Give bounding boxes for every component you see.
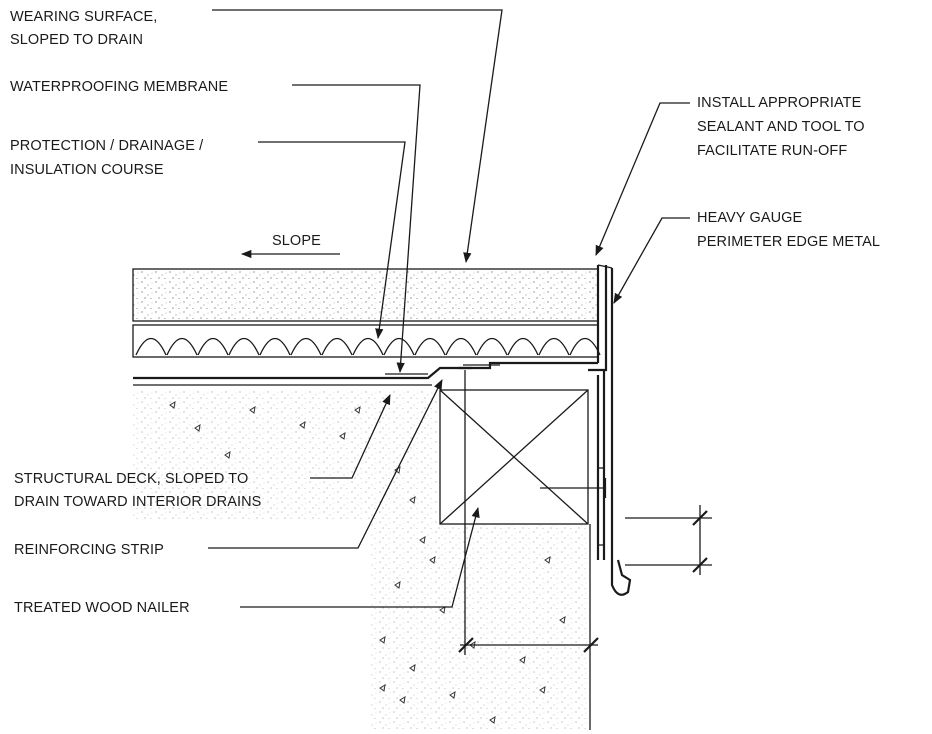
aggregate-mark: [379, 636, 386, 644]
callout-sealant: INSTALL APPROPRIATE SEALANT AND TOOL TO …: [697, 95, 865, 159]
callout-line: REINFORCING STRIP: [14, 542, 164, 558]
dimension-3in: [458, 440, 599, 655]
aggregate-mark: [439, 606, 446, 614]
aggregate-mark: [449, 691, 456, 699]
slope-label: SLOPE: [272, 233, 321, 249]
aggregate-mark: [299, 421, 306, 429]
callout-waterproofing: WATERPROOFING MEMBRANE: [10, 79, 228, 95]
callout-line: INSULATION COURSE: [10, 162, 164, 178]
perimeter-edge-metal: [588, 264, 632, 596]
callout-line: FACILITATE RUN-OFF: [697, 143, 847, 159]
aggregate-mark: [354, 406, 361, 414]
leader-lines: [208, 9, 690, 608]
callout-wearing-surface: WEARING SURFACE, SLOPED TO DRAIN: [10, 9, 157, 48]
aggregate-mark: [194, 424, 201, 432]
callout-line: TREATED WOOD NAILER: [14, 600, 190, 616]
aggregate-mark: [169, 401, 176, 409]
wearing-surface-layer: [132, 268, 599, 322]
aggregate-mark: [539, 686, 546, 694]
callout-edge-metal: HEAVY GAUGE PERIMETER EDGE METAL: [697, 210, 880, 250]
aggregate-mark: [489, 716, 496, 724]
callout-protection: PROTECTION / DRAINAGE / INSULATION COURS…: [10, 138, 204, 178]
aggregate-mark: [429, 556, 436, 564]
structural-deck: [133, 390, 590, 730]
aggregate-mark: [409, 664, 416, 672]
callout-line: SEALANT AND TOOL TO: [697, 119, 865, 135]
aggregate-mark: [379, 684, 386, 692]
callout-line: INSTALL APPROPRIATE: [697, 95, 862, 111]
callout-reinforcing-strip: REINFORCING STRIP: [14, 542, 164, 558]
callout-structural-deck: STRUCTURAL DECK, SLOPED TO DRAIN TOWARD …: [14, 471, 261, 510]
aggregate-mark: [224, 451, 231, 459]
dimension-1in: [625, 505, 712, 575]
callout-line: PROTECTION / DRAINAGE /: [10, 138, 204, 154]
aggregate-mark: [559, 616, 566, 624]
slope-indicator: SLOPE: [240, 233, 340, 259]
membrane-lines: [133, 361, 598, 386]
insulation-course-layer: [132, 324, 601, 358]
callout-line: STRUCTURAL DECK, SLOPED TO: [14, 471, 248, 487]
aggregate-mark: [544, 556, 551, 564]
aggregate-mark: [339, 432, 346, 440]
callout-line: WATERPROOFING MEMBRANE: [10, 79, 228, 95]
callout-line: WEARING SURFACE,: [10, 9, 157, 25]
aggregate-mark: [394, 581, 401, 589]
aggregate-mark: [249, 406, 256, 414]
callout-line: SLOPED TO DRAIN: [10, 32, 143, 48]
callout-wood-nailer: TREATED WOOD NAILER: [14, 600, 190, 616]
callout-line: HEAVY GAUGE: [697, 210, 803, 226]
aggregate-mark: [399, 696, 406, 704]
callout-line: PERIMETER EDGE METAL: [697, 234, 880, 250]
aggregate-mark: [519, 656, 526, 664]
aggregate-mark: [419, 536, 426, 544]
aggregate-mark: [409, 496, 416, 504]
callout-line: DRAIN TOWARD INTERIOR DRAINS: [14, 494, 261, 510]
